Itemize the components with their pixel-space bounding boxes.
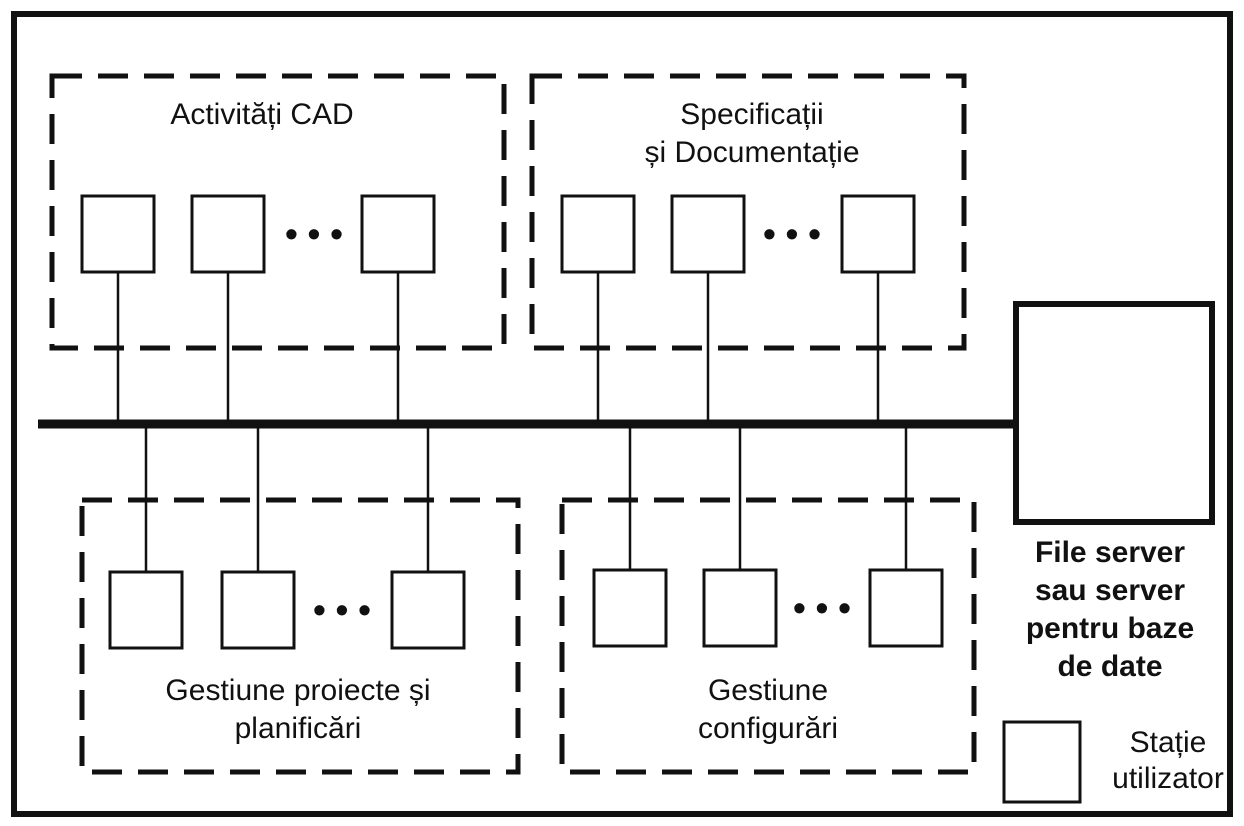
file-server-label-line4: de date bbox=[1057, 650, 1162, 683]
file-server-label-line2: sau server bbox=[1035, 574, 1185, 607]
group-cad-border bbox=[49, 73, 507, 351]
station-proiecte-3 bbox=[390, 570, 466, 650]
station-config-2 bbox=[702, 568, 778, 648]
ellipsis-config: • • • bbox=[793, 587, 851, 628]
group-proiecte-label-line1: Gestiune proiecte și bbox=[165, 674, 430, 707]
file-server-label-line3: pentru baze bbox=[1026, 612, 1194, 645]
station-proiecte-2 bbox=[220, 570, 296, 650]
station-config-1 bbox=[592, 568, 668, 648]
file-server-box bbox=[1013, 301, 1215, 525]
station-spec-2 bbox=[670, 194, 746, 274]
station-cad-3 bbox=[360, 194, 436, 274]
station-cad-1 bbox=[80, 194, 156, 274]
group-config-border bbox=[559, 497, 977, 775]
group-config: • • • Gestiune configurări bbox=[559, 497, 977, 775]
file-server: File server sau server pentru baze de da… bbox=[1013, 301, 1215, 683]
station-config-3 bbox=[868, 568, 944, 648]
station-spec-1 bbox=[560, 194, 636, 274]
group-spec: Specificații și Documentație • • • bbox=[529, 73, 967, 351]
file-server-label-line1: File server bbox=[1035, 536, 1185, 569]
ellipsis-proiecte: • • • bbox=[313, 589, 371, 630]
group-proiecte: • • • Gestiune proiecte și planificări bbox=[79, 497, 521, 775]
group-proiecte-border bbox=[79, 497, 521, 775]
legend-label-line2: utilizator bbox=[1112, 762, 1224, 795]
ellipsis-cad: • • • bbox=[285, 213, 343, 254]
legend: Stație utilizator bbox=[1002, 720, 1224, 804]
station-cad-2 bbox=[190, 194, 266, 274]
legend-station-symbol bbox=[1002, 720, 1082, 804]
group-proiecte-label-line2: planificări bbox=[235, 712, 362, 745]
group-config-label-line2: configurări bbox=[698, 712, 838, 745]
group-cad-label: Activități CAD bbox=[170, 98, 353, 131]
group-spec-label-line2: și Documentație bbox=[644, 136, 859, 169]
station-proiecte-1 bbox=[108, 570, 184, 650]
legend-label-line1: Stație bbox=[1130, 726, 1207, 759]
group-spec-border bbox=[529, 73, 967, 351]
ellipsis-spec: • • • bbox=[763, 213, 821, 254]
station-spec-3 bbox=[840, 194, 916, 274]
group-cad: Activități CAD • • • bbox=[49, 73, 507, 351]
group-spec-label-line1: Specificații bbox=[680, 98, 823, 131]
group-config-label-line1: Gestiune bbox=[708, 674, 828, 707]
